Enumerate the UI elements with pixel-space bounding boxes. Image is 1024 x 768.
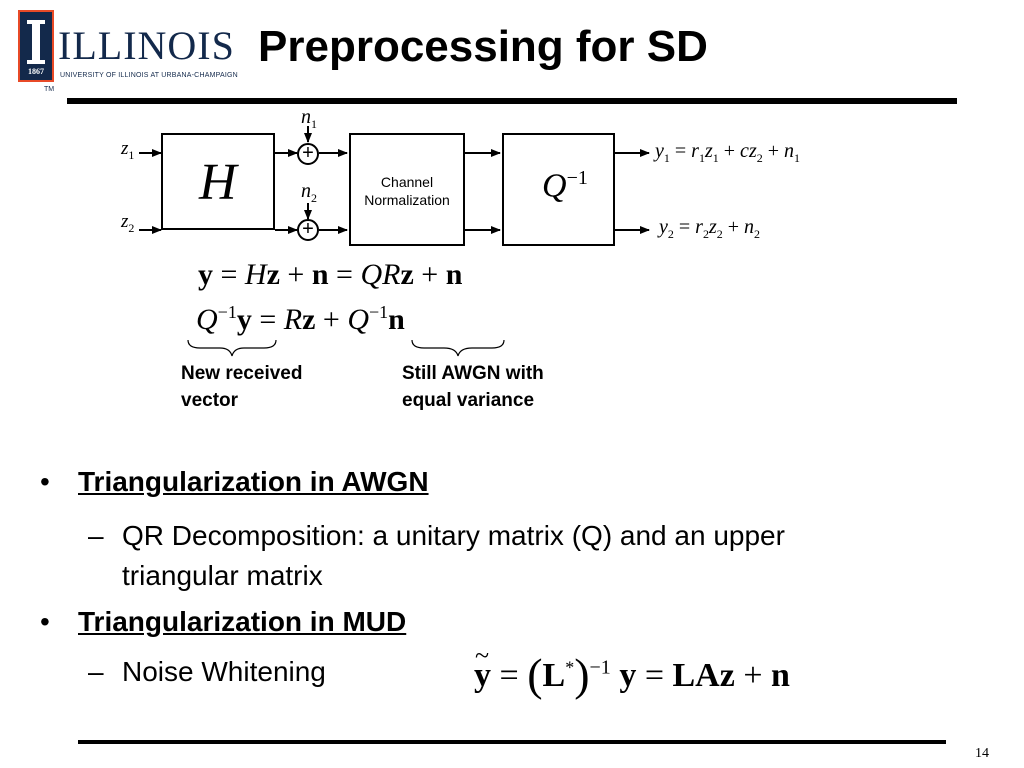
- slide-title: Preprocessing for SD: [258, 22, 708, 71]
- underbraces: [187, 339, 505, 357]
- noise-n2: n2: [301, 180, 317, 205]
- footer-divider: [78, 740, 946, 744]
- q-inverse-block: Q−1: [502, 133, 615, 246]
- channel-normalization-block: Channel Normalization: [349, 133, 465, 246]
- logo-trademark: TM: [44, 86, 55, 93]
- adder-1-symbol: +: [302, 142, 314, 164]
- input-z2: z2: [121, 211, 135, 235]
- underbrace-right-icon: [411, 339, 505, 357]
- channel-matrix-block: H: [161, 133, 275, 230]
- note-new-received-vector: New received vector: [181, 363, 303, 411]
- page-number: 14: [975, 746, 989, 761]
- adder-2-symbol: +: [302, 218, 314, 240]
- block-diagram: z1 z2 H n1 n2 + + Channel Normalization …: [115, 106, 815, 258]
- input-z1: z1: [121, 138, 135, 162]
- note-still-awgn: Still AWGN with equal variance: [402, 363, 544, 411]
- logo-subtitle: UNIVERSITY OF ILLINOIS AT URBANA-CHAMPAI…: [60, 72, 238, 79]
- rotated-equation: Q−1y = Rz + Q−1n: [196, 302, 405, 336]
- system-equation: y = Hz + n = QRz + n: [198, 258, 463, 291]
- output-y1-equation: y1 = r1z1 + cz2 + n1: [655, 140, 801, 165]
- output-y2-equation: y2 = r2z2 + n2: [659, 216, 761, 241]
- noise-n1: n1: [301, 106, 317, 131]
- whitening-equation: y ~ = (L*)−1 y = LAz + n: [474, 641, 790, 700]
- logo-wordmark: ILLINOIS: [58, 23, 235, 68]
- logo-year: 1867: [28, 67, 44, 76]
- channel-normalization-label: Channel Normalization: [364, 174, 450, 208]
- q-inverse-label: Q−1: [542, 167, 588, 205]
- channel-matrix-label: H: [199, 154, 237, 211]
- underbrace-left-icon: [187, 339, 277, 357]
- illinois-badge-icon: 1867: [18, 10, 54, 82]
- illinois-logo: 1867 ILLINOIS UNIVERSITY OF ILLINOIS AT …: [18, 10, 238, 95]
- title-divider: [67, 98, 957, 104]
